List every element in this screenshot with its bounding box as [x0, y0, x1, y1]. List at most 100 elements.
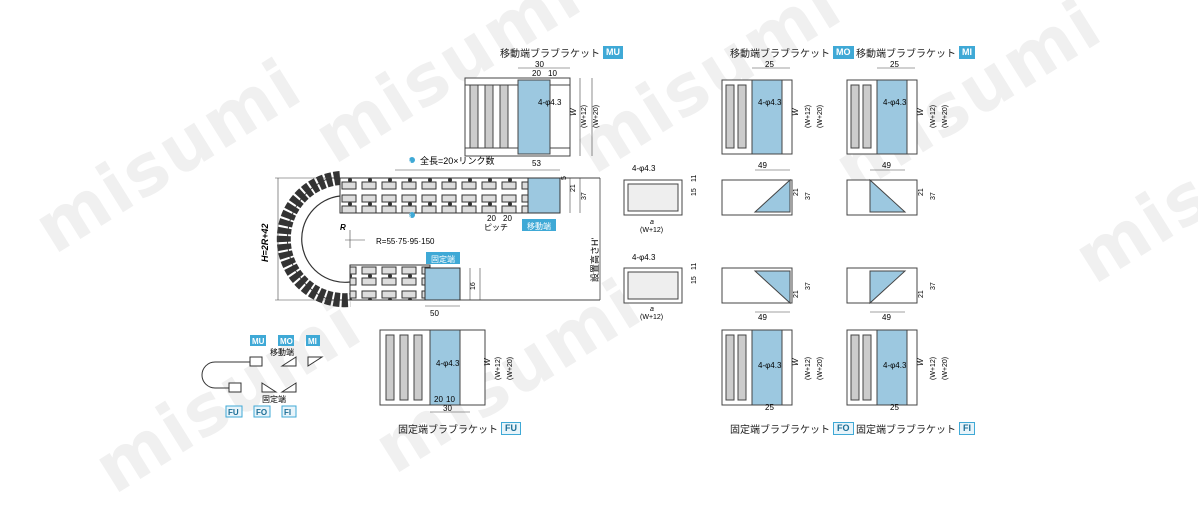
mo-profile-upper — [721, 169, 793, 216]
mo-profile-lower — [721, 267, 793, 313]
mid-bot-a: a — [650, 306, 654, 313]
radius-label: R=55·75·95·150 — [376, 237, 435, 246]
caption-fi: 固定端ブラブラケット FI — [856, 421, 975, 436]
fi-w12: (W+12) — [930, 357, 937, 380]
dim-20a-label: 20 — [487, 214, 496, 223]
mi-profile-upper — [846, 169, 918, 216]
dim-50-label: 50 — [430, 309, 439, 318]
mu-dim-10: 10 — [548, 69, 557, 78]
fo-w: W — [791, 357, 800, 366]
marker-b-label: B — [407, 214, 411, 220]
mi-hole: 4-φ4.3 — [883, 98, 907, 107]
dim-53-label: 53 — [532, 159, 541, 168]
fo-dim-25: 25 — [765, 403, 774, 412]
mid-bot-w12: (W+12) — [640, 314, 663, 321]
mi-profile-lower — [846, 267, 918, 313]
fu-w: W — [483, 357, 492, 366]
caption-fi-code: FI — [959, 422, 975, 435]
mu-hole: 4-φ4.3 — [538, 98, 562, 107]
mu-w: W — [569, 107, 578, 116]
mi-dim-25: 25 — [890, 60, 899, 69]
legend-mo-box — [278, 335, 294, 346]
install-height-label: 設置高さH' — [589, 238, 600, 282]
caption-mi: 移動端ブラブラケット MI — [856, 45, 975, 60]
legend-mi-box — [306, 335, 320, 346]
caption-fu-text: 固定端ブラブラケット — [398, 425, 498, 436]
height-label: H=2R+42 — [260, 223, 270, 262]
legend-mi: MI — [308, 337, 317, 346]
fi-bracket-drawing — [846, 329, 918, 406]
caption-fu: 固定端ブラブラケット FU — [398, 421, 521, 436]
mo-w: W — [791, 107, 800, 116]
mo-w12: (W+12) — [805, 105, 812, 128]
caption-fo: 固定端ブラブラケット FO — [730, 421, 854, 436]
marker-b — [409, 212, 415, 218]
fu-dim-20: 20 — [434, 395, 443, 404]
dim-20b-label: 20 — [503, 214, 512, 223]
legend-moving: 移動端 — [270, 347, 294, 357]
mu-dim-30: 30 — [535, 60, 544, 69]
fi-w: W — [916, 357, 925, 366]
pitch-label: ピッチ — [484, 223, 508, 232]
legend-fi: FI — [284, 408, 291, 417]
fu-bracket-drawing — [379, 329, 486, 413]
moving-tag-box — [522, 219, 556, 231]
marker-a — [409, 157, 415, 163]
caption-fo-code: FO — [833, 422, 854, 435]
fu-hole: 4-φ4.3 — [436, 359, 460, 368]
legend-fu: FU — [228, 408, 239, 417]
fi-hole: 4-φ4.3 — [883, 361, 907, 370]
mid-bot-11: 11 — [691, 263, 698, 270]
fu-w12: (W+12) — [495, 357, 502, 380]
mi-lower-49: 49 — [882, 313, 891, 322]
mi-upper-49: 49 — [882, 161, 891, 170]
fi-w20: (W+20) — [942, 357, 949, 380]
caption-fu-code: FU — [501, 422, 521, 435]
fixed-tag: 固定端 — [431, 254, 455, 264]
caption-mu: 移動端ブラブラケット MU — [500, 45, 623, 60]
mo-bracket-drawing — [721, 67, 793, 155]
legend-mo: MO — [280, 337, 293, 346]
mo-upper-49: 49 — [758, 161, 767, 170]
caption-mo-code: MO — [833, 46, 854, 59]
mo-dim-25: 25 — [765, 60, 774, 69]
mid-bot-hole: 4-φ4.3 — [632, 253, 656, 262]
fo-hole: 4-φ4.3 — [758, 361, 782, 370]
dim-16-label: 16 — [470, 282, 477, 290]
moving-tag: 移動端 — [527, 221, 551, 231]
mi-w: W — [916, 107, 925, 116]
mid-top-hole: 4-φ4.3 — [632, 164, 656, 173]
caption-fi-text: 固定端ブラブラケット — [856, 425, 956, 436]
mid-bot-15: 15 — [691, 276, 698, 284]
middle-bracket-top — [623, 179, 683, 216]
caption-mu-text: 移動端ブラブラケット — [500, 49, 600, 60]
mi-bracket-drawing — [846, 67, 918, 155]
legend-fo-box — [253, 405, 271, 418]
caption-mu-code: MU — [603, 46, 623, 59]
mo-w20: (W+20) — [817, 105, 824, 128]
mid-top-11: 11 — [691, 175, 698, 182]
legend-fi-box — [281, 405, 297, 418]
mi-upper-21: 21 — [918, 188, 925, 196]
mi-w12: (W+12) — [930, 105, 937, 128]
mid-top-15: 15 — [691, 188, 698, 196]
mu-dim-20: 20 — [532, 69, 541, 78]
caption-mi-code: MI — [959, 46, 975, 59]
legend-fu-box — [225, 405, 243, 418]
caption-mo: 移動端ブラブラケット MO — [730, 45, 854, 60]
caption-mi-text: 移動端ブラブラケット — [856, 49, 956, 60]
caption-mo-text: 移動端ブラブラケット — [730, 49, 830, 60]
mo-lower-37: 37 — [805, 282, 812, 290]
dim-5-label: 5 — [561, 176, 568, 180]
fu-dim-30: 30 — [443, 404, 452, 413]
legend-fo: FO — [256, 408, 267, 417]
main-chain-drawing — [275, 169, 601, 308]
middle-bracket-bottom — [623, 267, 683, 304]
mu-w20: (W+20) — [593, 105, 600, 128]
mi-lower-21: 21 — [918, 290, 925, 298]
fu-w20: (W+20) — [507, 357, 514, 380]
legend-mu-box — [250, 335, 266, 346]
mi-upper-37: 37 — [930, 192, 937, 200]
fo-w12: (W+12) — [805, 357, 812, 380]
